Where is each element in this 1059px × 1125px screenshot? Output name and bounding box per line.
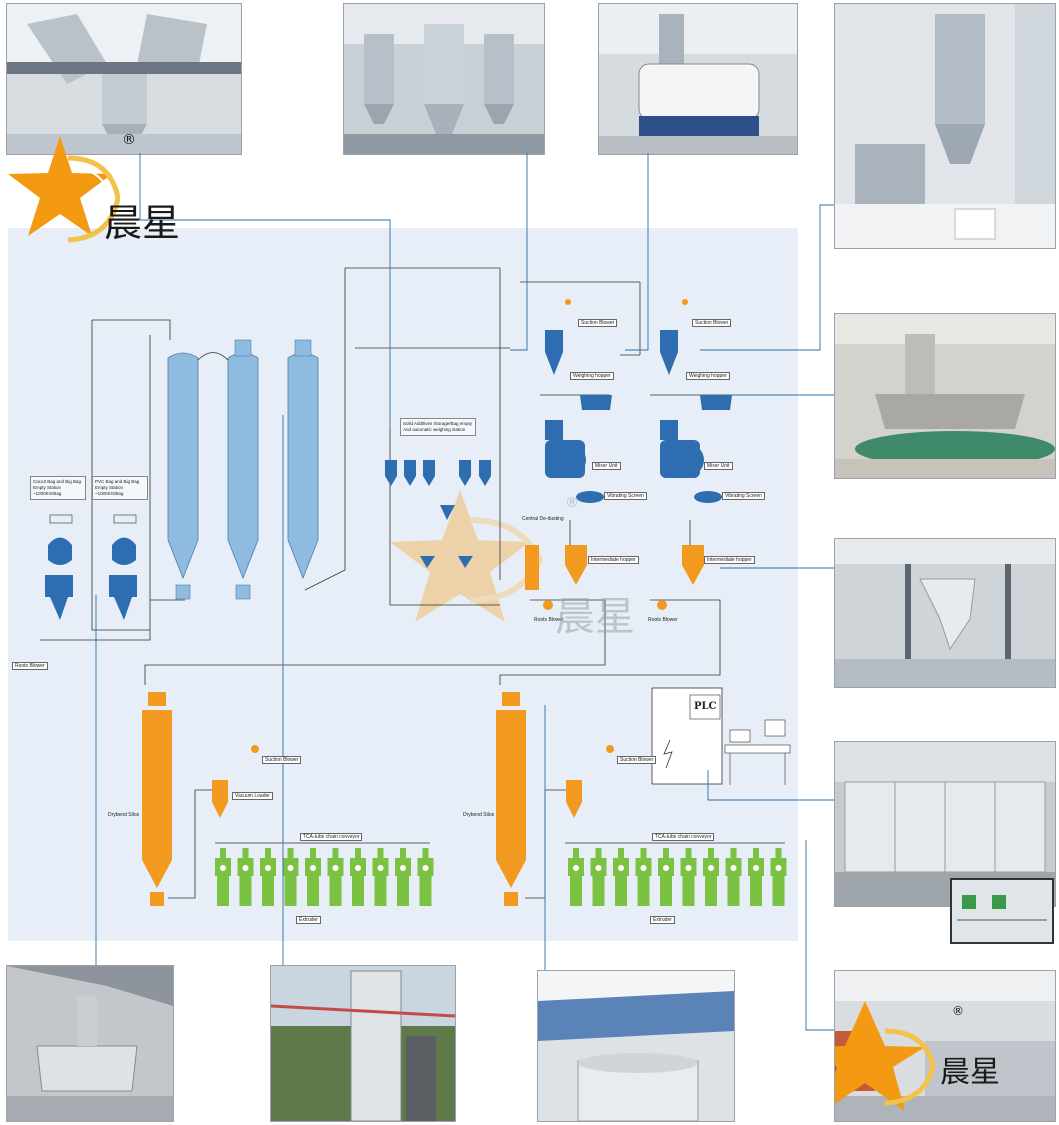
photo-bag-emptying-bottom <box>6 965 174 1122</box>
pipework <box>40 267 785 899</box>
watermark-registered-mark: ® <box>565 495 579 511</box>
mixer-train-1 <box>545 299 612 503</box>
intermediate-hoppers <box>525 545 704 610</box>
top-logo-registered-mark: ® <box>122 132 136 148</box>
mixer-unit-2-label: Mixer Unit <box>704 462 733 470</box>
photo-extrusion-hall <box>834 970 1056 1122</box>
solid-additives-note: Solid Additives Storage/Bag empty And au… <box>400 418 476 436</box>
top-logo-text: 晨星 <box>104 201 181 245</box>
bag-empty-stations <box>45 514 137 620</box>
weighing-hopper-2-label: Weighing hopper <box>686 372 730 380</box>
industrial-photo-icon <box>835 4 1055 248</box>
suction-blower-2-label: Suction Blower <box>692 319 732 327</box>
photo-outdoor-silo <box>270 965 456 1122</box>
extruder-unit <box>680 848 697 906</box>
extruder-unit <box>395 848 411 906</box>
mixer-train-2 <box>660 299 732 503</box>
pvc-bag-station <box>109 514 137 620</box>
photo-weighing-hopper <box>834 3 1056 249</box>
extruder-unit <box>635 848 652 906</box>
drybend-silo-1 <box>142 692 172 906</box>
photo-intermediate-hopper <box>537 970 735 1122</box>
extruder-unit <box>703 848 719 906</box>
monitor-screen-icon <box>952 880 1052 942</box>
storage-silos <box>167 339 319 600</box>
bottom-logo-registered-mark: ® <box>952 1004 964 1018</box>
drybend-silos-1-label: Drybend Silos <box>108 812 140 818</box>
extruder-unit <box>613 848 629 906</box>
vacuum-loaders <box>212 745 614 818</box>
tca-conveyor-2-label: TCA-tube chain conveyor <box>652 833 715 841</box>
extruder-unit <box>725 848 742 906</box>
intermediate-hopper-2-label: Intermediate hopper <box>704 556 755 564</box>
photo-bag-station <box>834 313 1056 479</box>
additive-hoppers <box>385 460 491 568</box>
caco3-station-note: Caco3 Bag and Big Bag Empty Station ~100… <box>30 476 86 500</box>
roots-blower-1-label: Roots Blower <box>534 617 564 623</box>
photo-mixer-unit <box>598 3 798 155</box>
extruder-unit <box>372 848 389 906</box>
extruder-unit <box>417 848 434 906</box>
suction-blower-1-label: Suction Blower <box>578 319 618 327</box>
extruder-1-label: Extruder <box>296 916 321 924</box>
extruder-unit <box>282 848 299 906</box>
pvc-station-note: PVC Bag and Big Bag Empty Station ~1000K… <box>92 476 148 500</box>
storage-silo-1 <box>167 352 199 600</box>
caco3-bag-station <box>45 514 73 620</box>
bottom-logo-text: 晨星 <box>940 1055 1000 1090</box>
industrial-photo-icon <box>7 966 173 1121</box>
extruder-2-label: Extruder <box>650 916 675 924</box>
extruder-unit <box>305 848 321 906</box>
extruder-unit <box>350 848 366 906</box>
suction-blower-4-label: Suction Blower <box>617 756 657 764</box>
extruder-unit <box>658 848 674 906</box>
industrial-photo-icon <box>271 966 455 1121</box>
photo-storage-silos <box>343 3 545 155</box>
vibrating-screen-1-label: Vibrating Screen <box>604 492 647 500</box>
industrial-photo-icon <box>835 314 1055 478</box>
central-dedusting-label: Central De-dusting <box>522 516 564 522</box>
drybend-silo-2 <box>496 692 526 906</box>
plc-cabinet <box>651 687 723 785</box>
roots-blower-2-label: Roots Blower <box>648 617 678 623</box>
mixer-unit-1-label: Mixer Unit <box>592 462 621 470</box>
industrial-photo-icon <box>7 4 241 154</box>
brand-star-logo <box>8 136 120 243</box>
storage-silo-2 <box>227 339 259 600</box>
photo-monitor-screen <box>950 878 1054 944</box>
weighing-hopper-1-label: Weighing hopper <box>570 372 614 380</box>
extruders-line-1 <box>215 848 434 906</box>
extruder-unit <box>260 848 276 906</box>
extruder-unit <box>590 848 607 906</box>
vacuum-loader-label: Vacuum Loader <box>232 792 273 800</box>
extruder-unit <box>770 848 787 906</box>
suction-blower-3-label: Suction Blower <box>262 756 302 764</box>
extruder-unit <box>327 848 344 906</box>
vibrating-screen-2-label: Vibrating Screen <box>722 492 765 500</box>
extruder-unit <box>568 848 584 906</box>
intermediate-hopper-1-label: Intermediate hopper <box>588 556 639 564</box>
plc-label: PLC <box>694 701 717 712</box>
leader-lines <box>95 153 834 1031</box>
extruder-unit <box>215 848 231 906</box>
drybend-silos-2-label: Drybend Silos <box>463 812 495 818</box>
industrial-photo-icon <box>599 4 797 154</box>
operator-workstation <box>724 719 791 785</box>
industrial-photo-icon <box>835 971 1055 1121</box>
industrial-photo-icon <box>344 4 544 154</box>
industrial-photo-icon <box>538 971 734 1121</box>
industrial-photo-icon <box>835 539 1055 687</box>
extruder-unit <box>237 848 254 906</box>
roots-blower-left-label: Roots Blower <box>12 662 48 670</box>
watermark-brand-text: 晨星 <box>555 594 635 640</box>
extruder-unit <box>748 848 764 906</box>
photo-bag-emptying-station <box>6 3 242 155</box>
tca-conveyor-1-label: TCA-tube chain conveyor <box>300 833 363 841</box>
photo-cyclone-hopper <box>834 538 1056 688</box>
storage-silo-3 <box>287 339 319 580</box>
extruders-line-2 <box>568 848 787 906</box>
